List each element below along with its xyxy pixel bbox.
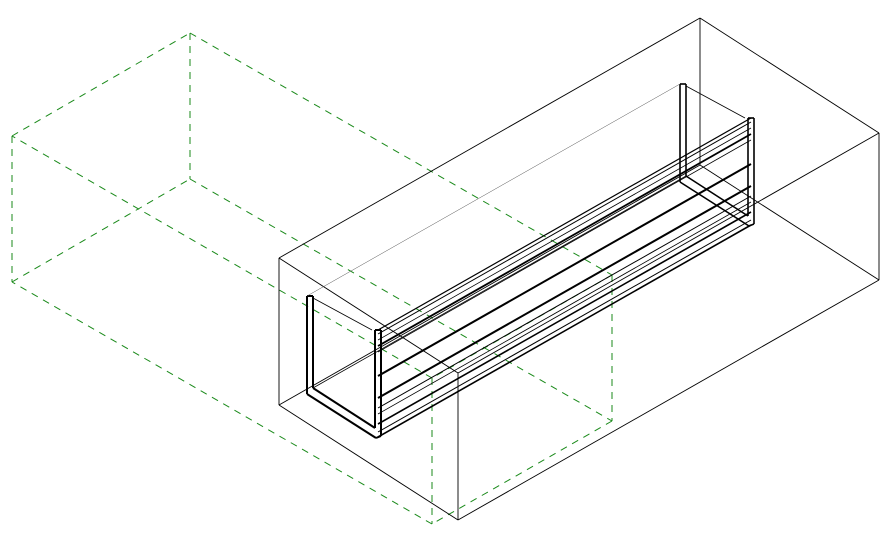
web-longitudinal-line [377,133,752,347]
box-edge [457,132,880,374]
web-longitudinal-line [377,195,752,409]
flange-edge [312,297,373,331]
box-edge [699,17,880,134]
web-longitudinal-line [377,224,752,438]
solid-bounding-box [278,17,880,521]
box-edge [278,257,459,374]
front-profile-edge [306,393,377,439]
box-edge [278,164,701,406]
dashed-edge [431,274,613,379]
web-longitudinal-line [377,185,752,399]
web-longitudinal-line [377,163,752,377]
box-edge [699,164,880,281]
web-longitudinal-line [377,121,752,335]
flange-longitudinal-line [306,83,681,297]
box-edge [278,17,701,259]
box-edge [457,279,880,521]
web-longitudinal-line [377,139,752,353]
web-longitudinal-line [377,201,752,415]
dashed-edge [189,178,613,422]
front-profile-edge [312,387,376,429]
web-longitudinal-line [377,117,752,331]
web-longitudinal-line [377,127,752,341]
u-channel-beam [306,83,755,439]
dashed-edge [11,178,191,283]
dashed-edge [11,32,191,137]
flange-edge [685,85,746,119]
box-edge [278,404,459,521]
dashed-bounding-box [11,32,613,525]
web-longitudinal-line [377,211,752,425]
dashed-edge [189,32,613,276]
back-profile-edge [679,181,750,227]
dashed-edge [431,420,613,525]
web-longitudinal-line [377,219,752,433]
bottom-longitudinal-line [312,175,687,389]
dashed-edge [11,281,433,525]
dashed-edge [11,135,433,379]
